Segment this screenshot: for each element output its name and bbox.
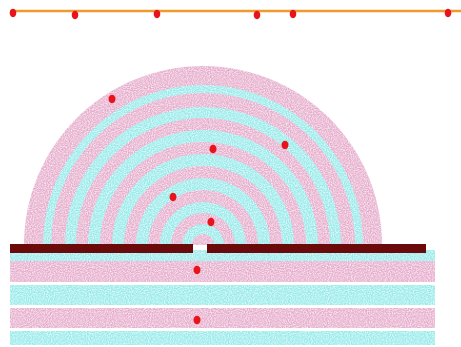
stripes: [10, 250, 435, 345]
scene-dots: [108, 94, 289, 325]
red-dot: [193, 265, 201, 275]
stripe: [10, 282, 435, 285]
red-dot: [193, 315, 201, 325]
red-dot: [207, 217, 215, 227]
red-dot: [209, 144, 217, 154]
top-dot: [153, 9, 161, 19]
stripe: [10, 285, 435, 305]
stripe: [10, 308, 435, 328]
red-dot: [281, 140, 289, 150]
top-dot: [253, 10, 261, 20]
top-dot: [71, 10, 79, 20]
stripe: [10, 305, 435, 308]
stripe: [10, 331, 435, 345]
barrier-left: [10, 244, 193, 253]
stripe: [10, 250, 435, 261]
red-dot: [169, 192, 177, 202]
barrier: [10, 244, 426, 253]
stripe: [10, 261, 435, 282]
red-dot: [108, 94, 116, 104]
top-line-dots: [9, 8, 452, 20]
stripe: [10, 328, 435, 331]
barrier-right: [207, 244, 426, 253]
semicircle-rings: [24, 66, 382, 245]
top-dot: [9, 8, 17, 18]
top-dot: [289, 9, 297, 19]
top-line-group: [9, 8, 461, 20]
ring-band: [192, 234, 214, 245]
top-dot: [444, 8, 452, 18]
